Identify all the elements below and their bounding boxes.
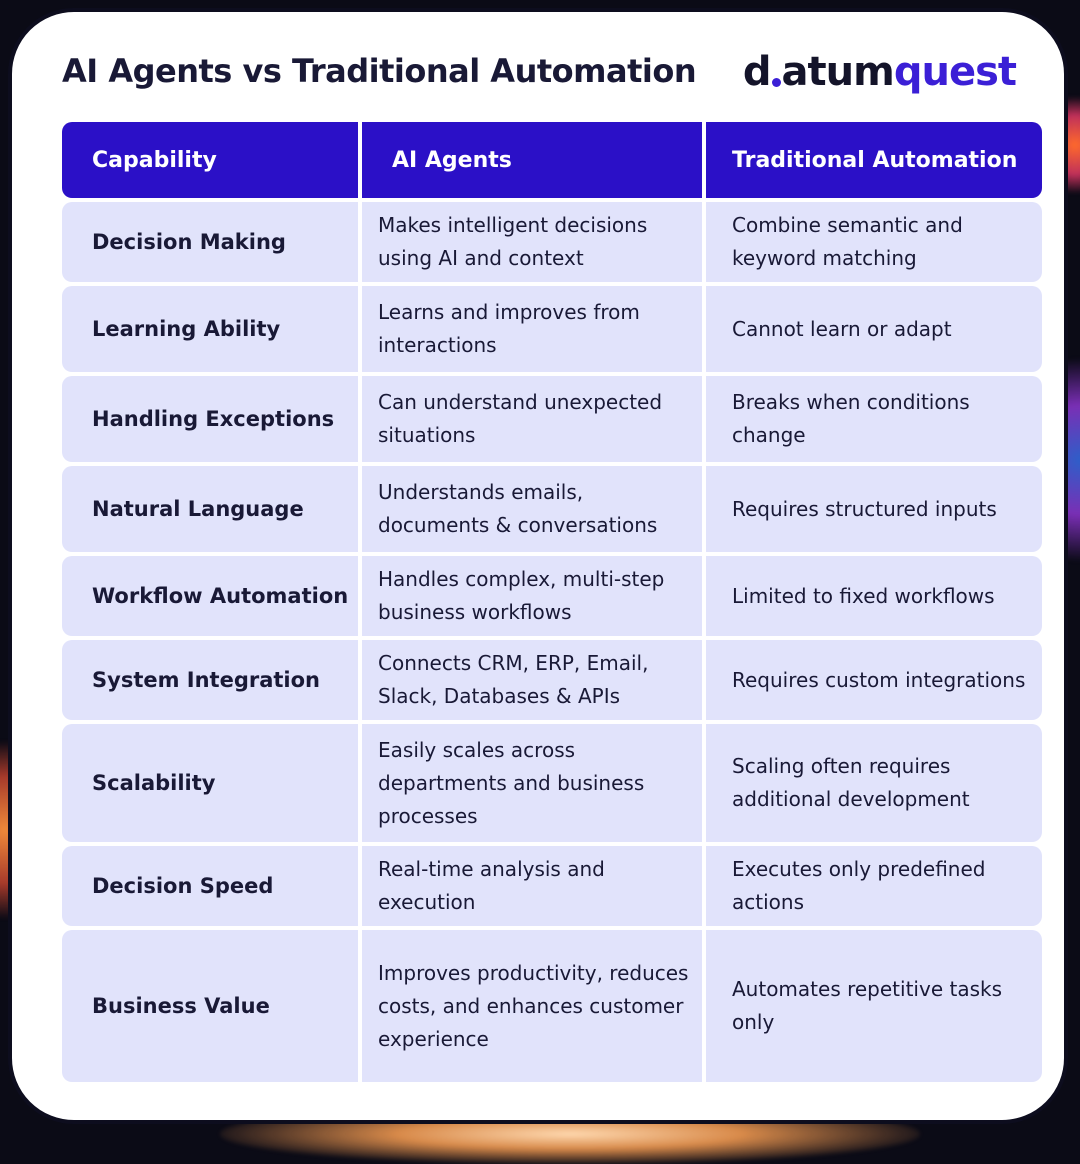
row-traditional: Requires structured inputs bbox=[706, 466, 1042, 552]
row-traditional: Requires custom integrations bbox=[706, 640, 1042, 720]
row-capability: Handling Exceptions bbox=[62, 376, 358, 462]
comparison-table: Capability AI Agents Traditional Automat… bbox=[62, 122, 1042, 1082]
page-title: AI Agents vs Traditional Automation bbox=[62, 52, 697, 90]
row-traditional: Limited to fixed workflows bbox=[706, 556, 1042, 636]
row-ai-agents: Makes intelligent decisions using AI and… bbox=[362, 202, 702, 282]
row-capability: Decision Making bbox=[62, 202, 358, 282]
row-capability: Scalability bbox=[62, 724, 358, 842]
logo-text-d: d bbox=[742, 49, 772, 95]
row-traditional: Executes only predefined actions bbox=[706, 846, 1042, 926]
row-traditional: Combine semantic and keyword matching bbox=[706, 202, 1042, 282]
logo-text-quest: quest bbox=[893, 49, 1017, 95]
logo-text-atum: atum bbox=[781, 49, 895, 95]
row-ai-agents: Real-time analysis and execution bbox=[362, 846, 702, 926]
row-capability: Workflow Automation bbox=[62, 556, 358, 636]
row-ai-agents: Improves productivity, reduces costs, an… bbox=[362, 930, 702, 1082]
header-capability: Capability bbox=[62, 122, 358, 198]
row-traditional: Scaling often requires additional develo… bbox=[706, 724, 1042, 842]
row-traditional: Cannot learn or adapt bbox=[706, 286, 1042, 372]
row-ai-agents: Connects CRM, ERP, Email, Slack, Databas… bbox=[362, 640, 702, 720]
row-capability: Decision Speed bbox=[62, 846, 358, 926]
row-capability: Learning Ability bbox=[62, 286, 358, 372]
row-traditional: Automates repetitive tasks only bbox=[706, 930, 1042, 1082]
row-traditional: Breaks when conditions change bbox=[706, 376, 1042, 462]
row-capability: Natural Language bbox=[62, 466, 358, 552]
row-ai-agents: Handles complex, multi-step business wor… bbox=[362, 556, 702, 636]
row-ai-agents: Understands emails, documents & conversa… bbox=[362, 466, 702, 552]
row-ai-agents: Easily scales across departments and bus… bbox=[362, 724, 702, 842]
row-capability: Business Value bbox=[62, 930, 358, 1082]
row-capability: System Integration bbox=[62, 640, 358, 720]
logo-dot bbox=[771, 77, 781, 87]
header-traditional-automation: Traditional Automation bbox=[706, 122, 1042, 198]
header-ai-agents: AI Agents bbox=[362, 122, 702, 198]
row-ai-agents: Can understand unexpected situations bbox=[362, 376, 702, 462]
row-ai-agents: Learns and improves from interactions bbox=[362, 286, 702, 372]
